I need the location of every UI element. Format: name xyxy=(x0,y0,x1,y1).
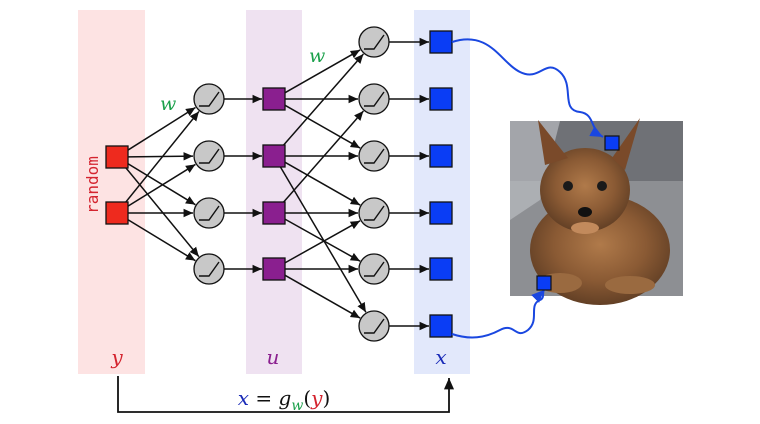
formula-open-paren: ( xyxy=(303,386,311,410)
output-node xyxy=(429,201,453,225)
relu-icon xyxy=(364,318,385,334)
mapping-arrow xyxy=(117,376,455,413)
output-node xyxy=(429,257,453,281)
connection-edges xyxy=(123,37,429,331)
formula-y: y xyxy=(310,386,323,410)
hidden-to-l3-edge xyxy=(283,49,361,95)
formula-equals: = xyxy=(249,386,278,410)
relu-icon xyxy=(199,148,220,164)
input-to-l1-edge xyxy=(126,218,196,262)
formula-g: g xyxy=(279,386,292,410)
input-to-l1-edge xyxy=(126,162,196,206)
image-pixel-top xyxy=(604,135,620,151)
input-to-l1-edge xyxy=(125,106,196,152)
relu-icon xyxy=(199,261,220,277)
hidden-to-l3-edge xyxy=(283,217,361,262)
pixel-link-bottom xyxy=(451,289,545,339)
relu-icon xyxy=(199,91,220,107)
neuron-l1 xyxy=(193,140,225,172)
output-node xyxy=(429,30,453,54)
dog-photo xyxy=(510,118,683,305)
input-node xyxy=(105,201,129,225)
relu-icon xyxy=(364,261,385,277)
weight-label-right: w xyxy=(309,45,325,67)
formula-close-paren: ) xyxy=(322,386,330,410)
hidden-to-l3-edge xyxy=(283,220,361,265)
formula-w-subscript: w xyxy=(291,398,303,414)
pixel-link-top xyxy=(451,38,604,138)
layer-label-x: x xyxy=(435,345,446,369)
network-nodes xyxy=(105,26,453,342)
neuron-l3 xyxy=(358,140,390,172)
input-to-l1-edge xyxy=(123,165,200,258)
output-node xyxy=(429,314,453,338)
hidden-to-l3-edge xyxy=(283,103,361,149)
layer-label-y: y xyxy=(110,345,123,369)
relu-icon xyxy=(364,148,385,164)
input-to-l1-edge xyxy=(125,163,196,208)
input-to-l1-edge xyxy=(127,152,194,161)
neuron-l1 xyxy=(193,197,225,229)
hidden-to-l3-edge xyxy=(280,110,365,206)
relu-icon xyxy=(364,205,385,221)
random-label: random xyxy=(83,156,102,214)
relu-icon xyxy=(199,205,220,221)
output-band xyxy=(414,10,470,374)
formula: x = gw(y) xyxy=(238,386,331,414)
neuron-l1 xyxy=(193,83,225,115)
neuron-l3 xyxy=(358,83,390,115)
layer-label-u: u xyxy=(267,345,280,369)
hidden-to-l3-edge xyxy=(280,53,365,149)
hidden-node xyxy=(262,87,286,111)
input-to-l1-edge xyxy=(123,110,200,205)
neuron-l3 xyxy=(358,310,390,342)
hidden-node xyxy=(262,144,286,168)
hidden-node xyxy=(262,201,286,225)
formula-x: x xyxy=(238,386,249,410)
relu-icon xyxy=(364,91,385,107)
relu-icon xyxy=(364,34,385,50)
neuron-l3 xyxy=(358,197,390,229)
neuron-l3 xyxy=(358,26,390,58)
output-node xyxy=(429,144,453,168)
hidden-band xyxy=(246,10,302,374)
weight-label-left: w xyxy=(160,93,176,115)
hidden-node xyxy=(262,257,286,281)
input-node xyxy=(105,145,129,169)
neuron-l1 xyxy=(193,253,225,285)
image-pixel-bottom xyxy=(536,275,552,291)
neuron-l3 xyxy=(358,253,390,285)
hidden-to-l3-edge xyxy=(283,273,361,319)
output-node xyxy=(429,87,453,111)
hidden-to-l3-edge xyxy=(283,160,361,206)
hidden-to-l3-edge xyxy=(278,165,367,313)
